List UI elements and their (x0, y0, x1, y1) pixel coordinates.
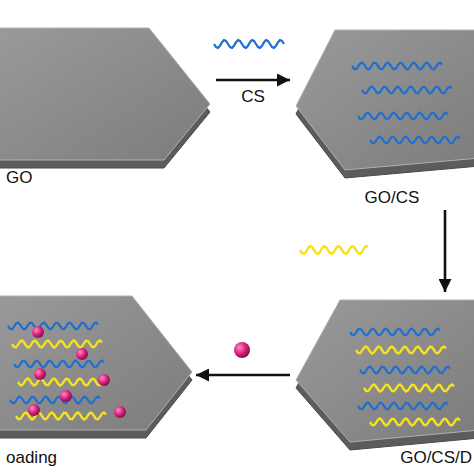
polymer-chain (300, 246, 368, 254)
sheet-illustration (4, 284, 196, 470)
sheet-label: oading (4, 449, 59, 468)
reagent-label: CS (239, 88, 267, 107)
sheet-label: GO/CS (363, 189, 422, 208)
drug-molecule (234, 342, 250, 358)
chitosan-chain (214, 40, 284, 48)
graphene-sheet: GO (4, 18, 216, 190)
sheet-illustration (4, 18, 216, 190)
process-arrow (216, 79, 290, 82)
process-arrow (196, 374, 290, 377)
sheet-illustration (290, 18, 474, 210)
sheet-label: GO/CS/D (398, 449, 474, 468)
graphene-sheet: GO/CS (290, 18, 474, 210)
process-arrow (444, 210, 447, 292)
sheet-illustration (290, 292, 474, 470)
graphene-sheet: oading (4, 284, 196, 470)
graphene-sheet: GO/CS/D (290, 292, 474, 470)
sheet-label: GO (4, 169, 34, 188)
